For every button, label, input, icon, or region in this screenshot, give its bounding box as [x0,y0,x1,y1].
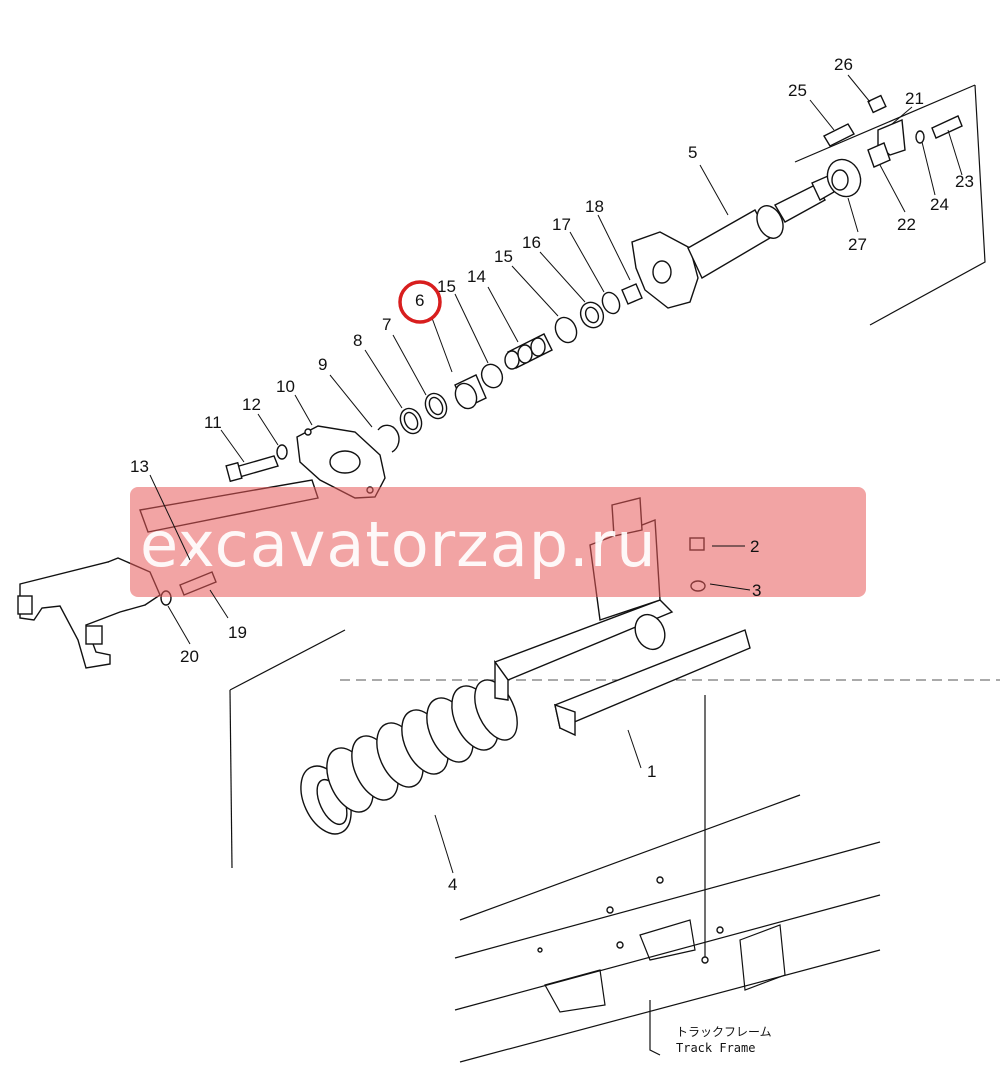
callout-26: 26 [834,55,853,74]
callout-23: 23 [955,172,974,191]
callouts: 1 2 3 4 5 6 7 8 9 10 11 12 13 14 15 15 1… [130,55,974,894]
callout-8: 8 [353,331,362,350]
callout-9: 9 [318,355,327,374]
callout-15b: 15 [494,247,513,266]
callout-27: 27 [848,235,867,254]
fitting-25-26-part [823,94,887,147]
callout-3: 3 [752,581,761,600]
highlight-circle [398,280,442,324]
callout-1: 1 [647,762,656,781]
cylinder-5-part [631,175,835,309]
spring-4-part [300,679,518,835]
callout-17: 17 [552,215,571,234]
callout-16: 16 [522,233,541,252]
callout-7: 7 [382,315,391,334]
callout-25: 25 [788,81,807,100]
callout-4: 4 [448,875,457,894]
piston-ring-set [480,283,643,389]
watermark-banner: excavatorzap.ru [130,487,866,597]
callout-10: 10 [276,377,295,396]
leader-lines [149,74,963,874]
callout-6: 6 [415,291,424,310]
track-frame-jp-label: トラックフレーム [676,1025,772,1039]
bolt-11-part [225,455,279,483]
callout-5: 5 [688,143,697,162]
callout-18: 18 [585,197,604,216]
watermark-text: excavatorzap.ru [140,508,657,581]
callout-24: 24 [930,195,949,214]
callout-15a: 15 [437,277,456,296]
snap-ring-9-part [377,424,400,453]
track-frame-en-label: Track Frame [676,1041,755,1055]
nut-27-part [826,158,862,198]
callout-19: 19 [228,623,247,642]
callout-13: 13 [130,457,149,476]
rings-8-7-6 [399,374,487,435]
track-frame [454,695,881,1063]
callout-2: 2 [750,537,759,556]
callout-22: 22 [897,215,916,234]
washer-12-part [276,444,288,460]
bracket-21-part [867,115,963,168]
callout-20: 20 [180,647,199,666]
callout-21: 21 [905,89,924,108]
callout-11: 11 [204,413,222,432]
callout-12: 12 [242,395,261,414]
track-frame-caption: トラックフレーム Track Frame [676,1025,772,1055]
callout-14: 14 [467,267,486,286]
